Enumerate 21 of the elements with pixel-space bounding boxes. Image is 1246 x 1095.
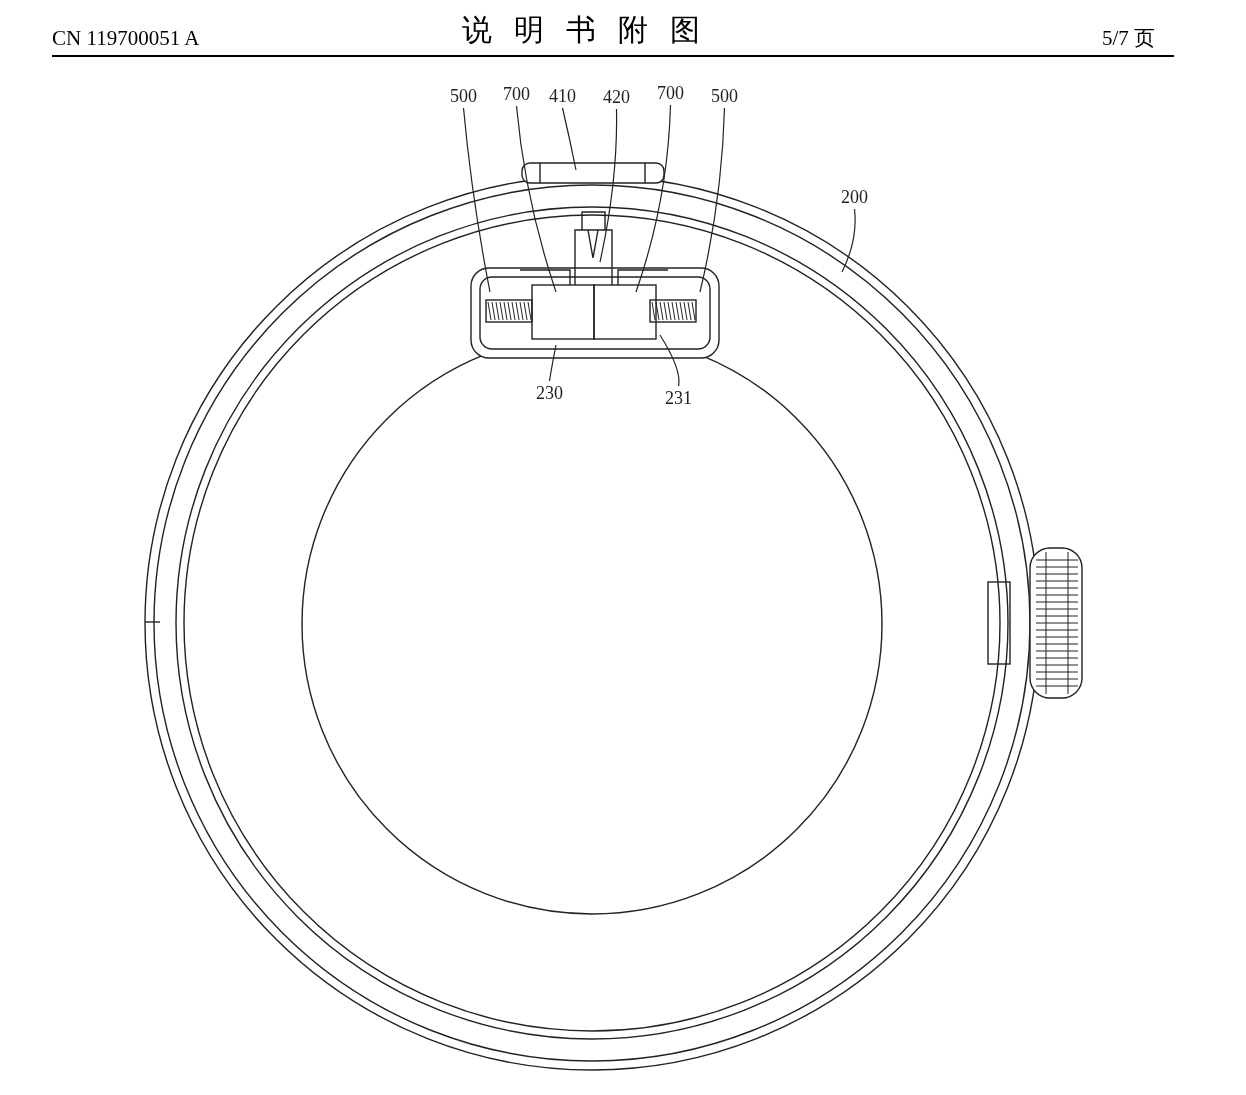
page-title: 说明书附图 [462,11,722,49]
leader-line [699,107,726,293]
callout-number: 420 [603,87,630,107]
leader-line [462,107,491,293]
leader-line [515,105,557,293]
callout-number: 700 [657,83,684,103]
callout-number: 231 [665,388,692,408]
leader-line [659,334,680,387]
leader-line [635,104,672,293]
callout-number: 230 [536,383,563,403]
callout-number: 700 [503,84,530,104]
leader-line [548,344,557,382]
leader-line [561,107,577,171]
leader-line [841,208,856,273]
callout-number: 200 [841,187,868,207]
callout-number: 410 [549,86,576,106]
leader-line [599,108,618,263]
callout-number: 500 [711,86,738,106]
page-number: 5/7 页 [1102,25,1156,52]
callout-number: 500 [450,86,477,106]
patent-number: CN 119700051 A [52,26,200,51]
